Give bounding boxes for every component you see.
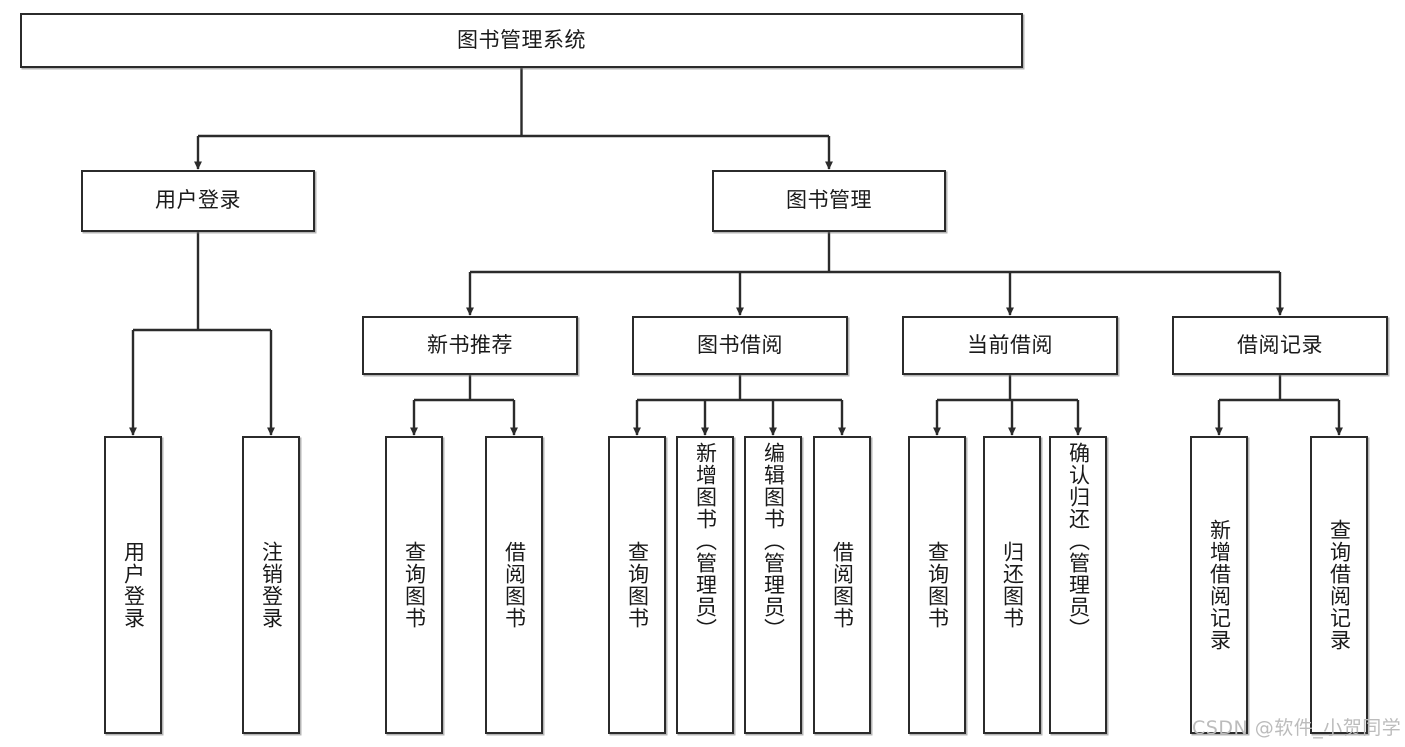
node-records[interactable]: 借阅记录 (1172, 316, 1388, 375)
node-login[interactable]: 用户登录 (81, 170, 315, 232)
node-l-logout[interactable]: 注销登录 (242, 436, 300, 734)
node-newrec[interactable]: 新书推荐 (362, 316, 578, 375)
node-label: 新书推荐 (427, 332, 513, 357)
node-label: 借阅记录 (1237, 332, 1323, 357)
node-label: 查询图书 (925, 541, 950, 629)
node-label: 图书借阅 (697, 332, 783, 357)
node-label: 查询借阅记录 (1327, 519, 1352, 651)
node-l-borrowbook2[interactable]: 借阅图书 (813, 436, 871, 734)
node-l-addbook[interactable]: 新增图书（管理员） (676, 436, 734, 734)
node-l-confirm[interactable]: 确认归还（管理员） (1049, 436, 1107, 734)
node-l-queryrec[interactable]: 查询借阅记录 (1310, 436, 1368, 734)
node-borrow[interactable]: 图书借阅 (632, 316, 848, 375)
node-l-querybook1[interactable]: 查询图书 (385, 436, 443, 734)
node-l-querybook2[interactable]: 查询图书 (608, 436, 666, 734)
node-label: 确认归还（管理员） (1066, 442, 1091, 640)
node-root[interactable]: 图书管理系统 (20, 13, 1023, 68)
node-label: 归还图书 (1000, 541, 1025, 629)
node-l-addrec[interactable]: 新增借阅记录 (1190, 436, 1248, 734)
node-label: 图书管理 (786, 188, 872, 213)
node-l-querybook3[interactable]: 查询图书 (908, 436, 966, 734)
node-label: 新增借阅记录 (1207, 519, 1232, 651)
node-l-editbook[interactable]: 编辑图书（管理员） (744, 436, 802, 734)
node-label: 当前借阅 (967, 332, 1053, 357)
node-label: 查询图书 (625, 541, 650, 629)
watermark-text: CSDN @软件_小贺同学 (1192, 717, 1402, 739)
node-label: 编辑图书（管理员） (761, 442, 786, 640)
node-l-borrowbook1[interactable]: 借阅图书 (485, 436, 543, 734)
node-label: 用户登录 (155, 188, 241, 213)
edge-paths (128, 68, 1343, 436)
node-current[interactable]: 当前借阅 (902, 316, 1118, 375)
node-label: 注销登录 (259, 541, 284, 629)
node-bookmgmt[interactable]: 图书管理 (712, 170, 946, 232)
node-label: 借阅图书 (502, 541, 527, 629)
node-label: 新增图书（管理员） (693, 442, 718, 640)
node-l-returnbook[interactable]: 归还图书 (983, 436, 1041, 734)
node-label: 用户登录 (121, 541, 146, 629)
node-label: 借阅图书 (830, 541, 855, 629)
node-l-userlogin[interactable]: 用户登录 (104, 436, 162, 734)
node-label: 查询图书 (402, 541, 427, 629)
node-label: 图书管理系统 (457, 27, 586, 52)
